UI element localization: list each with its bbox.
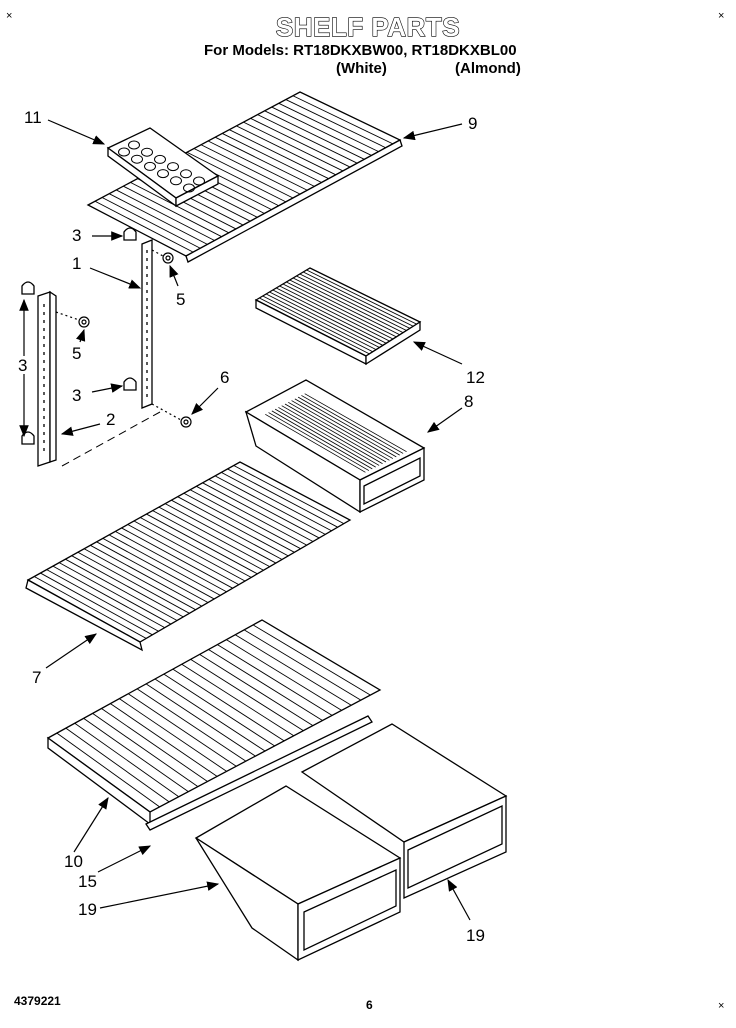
callout-5-left: 5 [72,344,82,363]
page-title: SHELF PARTS [275,11,461,42]
doc-number: 4379221 [14,994,61,1008]
part-10-cover-frame [46,619,382,826]
page-number: 6 [366,998,373,1012]
corner-mark-bottom-right: × [718,1000,725,1012]
callout-3-top: 3 [72,226,82,245]
screws [55,249,192,428]
dashed-link-line [61,411,161,467]
callout-15: 15 [78,872,97,891]
callout-1: 1 [72,254,82,273]
variant-almond: (Almond) [455,60,521,77]
callout-7: 7 [32,668,42,687]
part-12-crisper-cover [254,267,422,366]
part-19-crisper-left [194,785,402,962]
callout-19-right: 19 [466,926,485,945]
callout-9: 9 [468,114,478,133]
callout-19-left: 19 [78,900,97,919]
callout-3-mid: 3 [72,386,82,405]
callout-8: 8 [464,392,474,411]
part-19-crisper-right [300,723,508,900]
corner-mark-top-left: × [6,10,13,22]
callout-2: 2 [106,410,116,429]
callout-3-left: 3 [18,356,28,375]
models-line: For Models: RT18DKXBW00, RT18DKXBL00 [204,42,517,59]
callout-10: 10 [64,852,83,871]
part-9-wire-shelf [86,91,403,263]
callout-12: 12 [466,368,485,387]
part-15-strip [145,715,373,831]
part-2-rail [21,281,57,467]
part-7-wire-shelf [25,461,352,652]
callout-11: 11 [24,108,42,127]
callout-5-top: 5 [176,290,186,309]
callout-6: 6 [220,368,230,387]
part-11-egg-tray [106,127,220,208]
corner-mark-top-right: × [718,10,725,22]
leader-lines [19,119,471,921]
variant-white: (White) [336,60,387,77]
part-1-rail [123,227,153,409]
part-8-crisper-pan [244,379,426,514]
